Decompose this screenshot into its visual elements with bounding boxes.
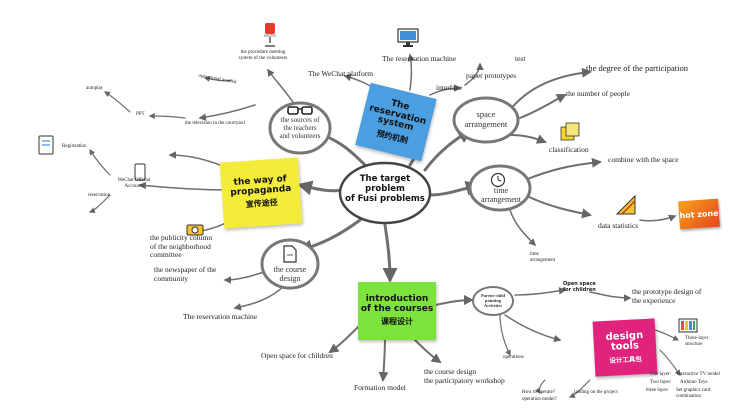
camera-icon	[186, 224, 204, 236]
document-icon	[283, 245, 297, 263]
registration-label: Registration	[62, 144, 87, 149]
glasses-icon	[287, 106, 313, 115]
procedure-label: the procedure meeting system of the volu…	[238, 50, 288, 61]
reservation-machine-top-label: The reservation machine	[382, 54, 457, 63]
number-people-label: the number of people	[566, 89, 630, 98]
course-design-label: the course design	[273, 265, 307, 284]
operations-label: operations	[503, 355, 524, 360]
clock-icon	[490, 172, 506, 188]
parent-child-oval	[472, 286, 514, 316]
three-layer-label: Three-layer structure	[685, 336, 709, 347]
design-tools-box: design tools 设计工具包	[592, 318, 658, 377]
classification-label: classification	[549, 145, 589, 154]
paper-prototypes-label: paper prototypes	[466, 71, 517, 80]
ppt-label: PPT	[136, 112, 145, 117]
sticky-notes-icon	[560, 122, 580, 141]
time-arrangement-small-label: time arrangement	[530, 252, 555, 263]
tv-icon	[678, 318, 698, 333]
publicity-column-label: the publicity column of the neighborhood…	[150, 233, 213, 260]
open-space-children-bottom-label: Open space for children	[261, 351, 333, 360]
monitor-icon	[397, 28, 419, 47]
course-design-workshop-label-1: the course design	[424, 367, 477, 376]
time-oval	[468, 164, 532, 212]
courses-sticky: introduction of the courses 课程设计	[358, 282, 436, 340]
sources-label: the sources of the teachers and voluntee…	[279, 116, 321, 141]
formation-model-label: Formation model	[354, 383, 406, 392]
space-oval	[452, 96, 520, 144]
ruler-icon	[615, 194, 636, 215]
hot-zone-tag: hot zone	[678, 198, 720, 230]
phone-icon	[38, 135, 54, 155]
arduino-label: Arduino Toys	[680, 380, 708, 385]
combine-space-label: combine with the space	[608, 155, 679, 164]
office-chair-icon	[264, 23, 276, 47]
three-layer2-label: three layer:	[646, 388, 669, 393]
interactive-tv-label: Interactive TV model	[677, 372, 720, 377]
tablet-icon	[134, 163, 146, 181]
center-topic: The target problem of Fusi problems	[345, 174, 425, 204]
reservation-small-label: reservation	[88, 193, 111, 198]
wechat-official-label: WeChat Official Accounts	[117, 178, 151, 189]
course-design-workshop-label-2: the participatory workshop	[424, 376, 505, 385]
autoplay-label: autoplay	[86, 86, 104, 91]
sources-oval	[268, 101, 332, 155]
how-operate-label: How to operate?	[522, 390, 556, 395]
open-space-children-top-label: Open space for children	[563, 281, 596, 293]
parent-child-label: Parent-child painting Activities	[481, 293, 505, 309]
one-layer-label: One layer:	[650, 372, 671, 377]
test-label: test	[515, 54, 526, 63]
tv-courtyard-label: the television in the courtyard	[185, 121, 245, 126]
prototype-design-label: the prototype design of the experience	[632, 287, 702, 305]
data-statistics-label: data statistics	[598, 221, 639, 230]
set-graphics-label: Set graphics card combination	[676, 388, 711, 399]
operation-model-label: operation model?	[522, 397, 557, 402]
time-label: time arrangement	[481, 186, 521, 205]
reservation-machine-bottom-label: The reservation machine	[183, 312, 258, 321]
course-design-oval	[260, 238, 320, 290]
wechat-platform-label: The WeChat platform	[308, 69, 374, 78]
two-layer-label: Two layer:	[650, 380, 672, 385]
space-label: space arrangement	[464, 109, 508, 129]
participation-label: the degree of the participation	[586, 63, 688, 73]
center-oval	[338, 161, 432, 225]
interface-label: interface	[436, 83, 463, 92]
propaganda-sticky: the way of propaganda 宣传途径	[219, 157, 303, 229]
newspaper-label: the newspaper of the community	[154, 265, 217, 283]
landing-label: landing on the project	[574, 390, 618, 395]
